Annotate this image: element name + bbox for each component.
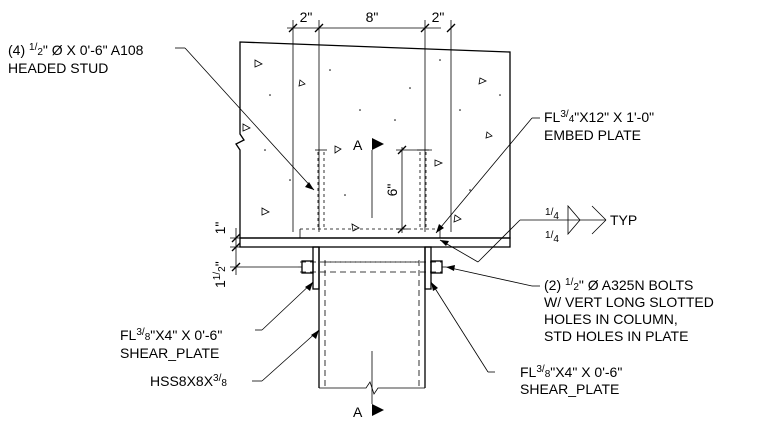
- svg-text:HSS8X8X3/8: HSS8X8X3/8: [150, 373, 227, 389]
- callout-hss: HSS8X8X3/8: [150, 329, 320, 389]
- dimension-left: 1" 11/2": [212, 222, 300, 288]
- bolts-line-2: W/ VERT LONG SLOTTED: [544, 294, 714, 310]
- svg-text:1/4: 1/4: [545, 230, 559, 245]
- headed-stud-left: [315, 149, 327, 229]
- svg-text:(4) 1/2" Ø X 0'-6" A108: (4) 1/2" Ø X 0'-6" A108: [8, 42, 144, 58]
- section-label-top: A: [353, 137, 363, 153]
- headed-stud-right: [417, 149, 429, 229]
- shear-plates: [300, 246, 442, 290]
- bolt-right: [430, 260, 446, 274]
- dim-top-middle: 8": [366, 9, 379, 25]
- section-mark-top: A: [353, 137, 384, 218]
- shear-plate-left-label: SHEAR_PLATE: [120, 345, 219, 361]
- svg-text:FL3/8"X4" X 0'-6": FL3/8"X4" X 0'-6": [520, 364, 622, 380]
- concrete-hatch: [242, 59, 501, 232]
- weld-symbol: 1/4 1/4 TYP: [439, 204, 637, 263]
- dim-1-half: 11/2": [212, 261, 228, 288]
- dimension-6in: 6": [384, 145, 432, 234]
- embed-plate: [239, 228, 511, 248]
- concrete-wall: [235, 41, 511, 239]
- headed-stud-label: HEADED STUD: [8, 60, 108, 76]
- callout-bolts: (2) 1/2" Ø A325N BOLTS W/ VERT LONG SLOT…: [445, 265, 714, 344]
- svg-text:FL3/4"X12" X 1'-0": FL3/4"X12" X 1'-0": [544, 109, 654, 125]
- svg-text:1/4: 1/4: [545, 207, 559, 222]
- dim-6in: 6": [384, 184, 400, 197]
- dim-top-right: 2": [432, 9, 445, 25]
- callout-embed-plate: FL3/4"X12" X 1'-0" EMBED PLATE: [435, 109, 654, 234]
- dim-top-left: 2": [300, 9, 313, 25]
- svg-text:FL3/8"X4" X 0'-6": FL3/8"X4" X 0'-6": [120, 327, 222, 343]
- callout-shear-plate-right: FL3/8"X4" X 0'-6" SHEAR_PLATE: [430, 281, 622, 397]
- callout-headed-stud: (4) 1/2" Ø X 0'-6" A108 HEADED STUD: [8, 42, 315, 191]
- section-mark-bottom: A: [353, 351, 384, 420]
- bolt-left: [298, 260, 314, 274]
- embed-plate-label: EMBED PLATE: [544, 127, 641, 143]
- dim-1in: 1": [212, 222, 228, 235]
- svg-text:(2) 1/2" Ø A325N BOLTS: (2) 1/2" Ø A325N BOLTS: [544, 277, 693, 293]
- bolts-line-3: HOLES IN COLUMN,: [544, 311, 678, 327]
- callout-shear-plate-left: FL3/8"X4" X 0'-6" SHEAR_PLATE: [120, 281, 314, 361]
- bolts-line-4: STD HOLES IN PLATE: [544, 328, 688, 344]
- weld-tail-label: TYP: [610, 212, 637, 228]
- shear-plate-right-label: SHEAR_PLATE: [520, 381, 619, 397]
- section-label-bottom: A: [353, 404, 363, 420]
- dimension-top: 2" 8" 2": [287, 9, 456, 232]
